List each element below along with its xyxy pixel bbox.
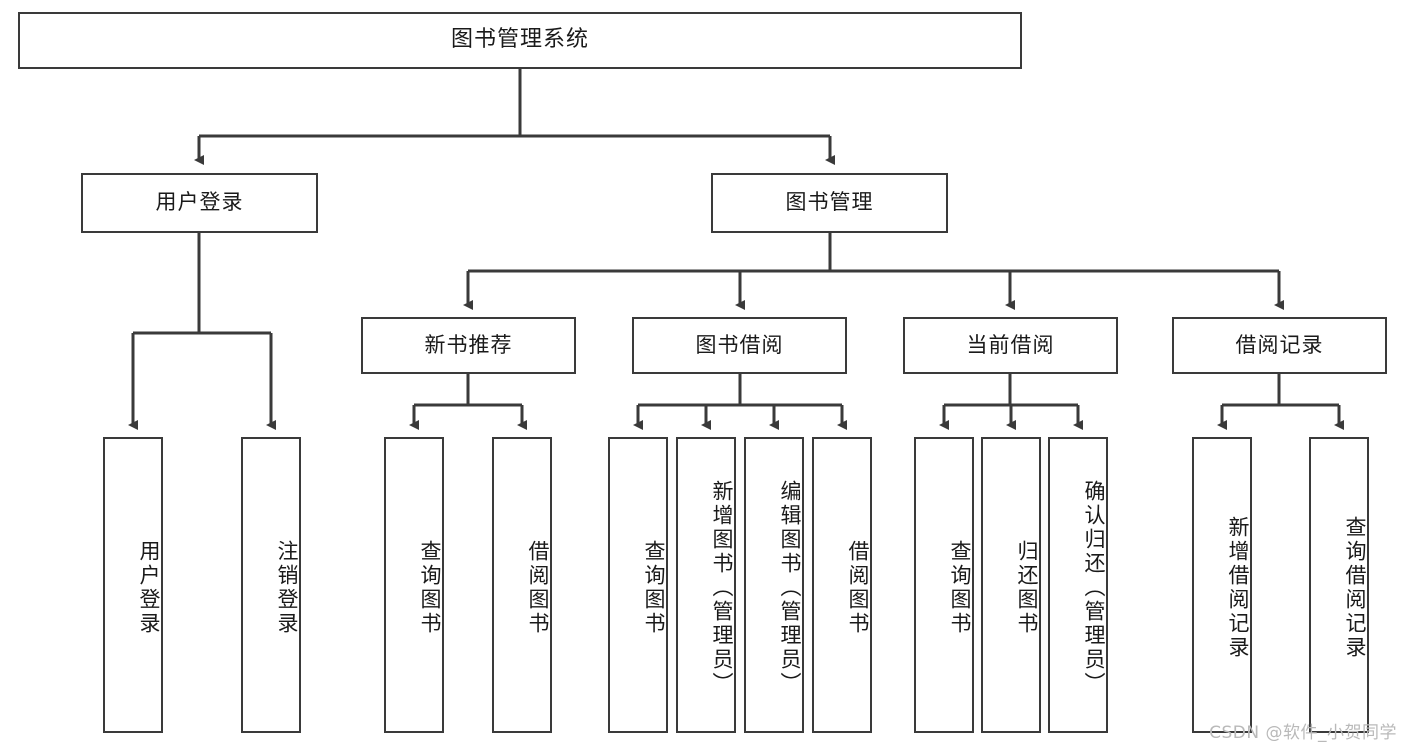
leaf-add-borrow-record[interactable]: 新增借阅记录: [1192, 437, 1252, 733]
leaf-add-book-admin[interactable]: 新增图书（管理员）: [676, 437, 736, 733]
leaf-borrow-books-borrowing[interactable]: 借阅图书: [812, 437, 872, 733]
leaf-borrow-books-recommend[interactable]: 借阅图书: [492, 437, 552, 733]
node-label: 借阅图书: [846, 540, 870, 636]
leaf-query-books-current[interactable]: 查询图书: [914, 437, 974, 733]
node-label: 确认归还（管理员）: [1082, 480, 1106, 696]
node-book-borrowing[interactable]: 图书借阅: [632, 317, 847, 374]
leaf-query-borrow-record[interactable]: 查询借阅记录: [1309, 437, 1369, 733]
node-book-management[interactable]: 图书管理: [711, 173, 948, 233]
node-label: 图书借阅: [695, 332, 784, 357]
node-label: 注销登录: [275, 540, 299, 636]
node-label: 新增借阅记录: [1226, 516, 1250, 660]
node-label: 图书管理系统: [450, 27, 589, 53]
node-label: 查询图书: [642, 540, 666, 636]
node-label: 归还图书: [1015, 540, 1039, 636]
node-label: 当前借阅: [966, 332, 1055, 357]
node-user-login[interactable]: 用户登录: [81, 173, 318, 233]
leaf-query-books-recommend[interactable]: 查询图书: [384, 437, 444, 733]
node-label: 查询借阅记录: [1343, 516, 1367, 660]
leaf-return-books[interactable]: 归还图书: [981, 437, 1041, 733]
node-new-book-recommendation[interactable]: 新书推荐: [361, 317, 576, 374]
leaf-edit-book-admin[interactable]: 编辑图书（管理员）: [744, 437, 804, 733]
leaf-user-login[interactable]: 用户登录: [103, 437, 163, 733]
node-label: 借阅记录: [1235, 332, 1324, 357]
leaf-logout[interactable]: 注销登录: [241, 437, 301, 733]
node-label: 新增图书（管理员）: [710, 480, 734, 696]
node-label: 查询图书: [948, 540, 972, 636]
node-label: 用户登录: [137, 540, 161, 636]
node-label: 查询图书: [418, 540, 442, 636]
node-root-book-management-system[interactable]: 图书管理系统: [18, 12, 1022, 69]
node-label: 新书推荐: [424, 332, 513, 357]
node-label: 图书管理: [785, 190, 874, 215]
node-label: 用户登录: [155, 190, 244, 215]
leaf-confirm-return-admin[interactable]: 确认归还（管理员）: [1048, 437, 1108, 733]
node-current-borrowing[interactable]: 当前借阅: [903, 317, 1118, 374]
watermark: CSDN @软件_小贺同学: [1209, 723, 1397, 743]
node-label: 编辑图书（管理员）: [778, 480, 802, 696]
node-borrow-records[interactable]: 借阅记录: [1172, 317, 1387, 374]
leaf-query-books-borrowing[interactable]: 查询图书: [608, 437, 668, 733]
node-label: 借阅图书: [526, 540, 550, 636]
